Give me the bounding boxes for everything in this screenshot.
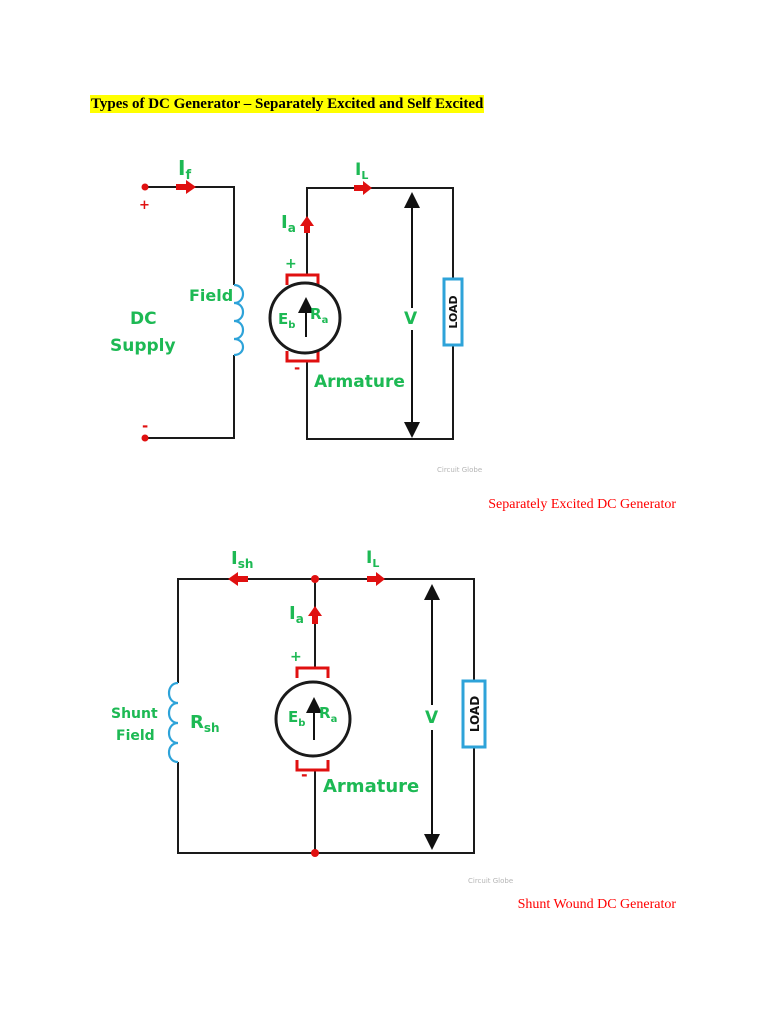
load-current-arrow-2: [367, 572, 385, 586]
shunt-field-coil: [167, 681, 179, 764]
field-current-label: If: [178, 156, 191, 183]
armature-label-2: Armature: [323, 776, 419, 797]
shunt-label-line1: Shunt: [111, 706, 158, 722]
load-label-2: LOAD: [468, 696, 482, 732]
watermark-2: Circuit Globe: [468, 877, 513, 885]
shunt-resistance-label: Rsh: [190, 712, 220, 735]
shunt-current-arrow: [228, 572, 248, 586]
load-current-arrow: [354, 181, 372, 195]
armature-bottom-brush-2: [295, 760, 330, 772]
shunt-current-label: Ish: [231, 548, 253, 571]
supply-positive-terminal: [141, 183, 149, 191]
load-current-label: IL: [355, 160, 368, 182]
separately-excited-diagram: + - If Field DC Supply Eb Ra + - Armatur…: [110, 156, 482, 474]
bottom-junction-dot: [311, 849, 319, 857]
armature-plus-sign-2: +: [290, 649, 302, 665]
load-box: [442, 277, 464, 347]
supply-negative-terminal: [141, 434, 149, 442]
armature-top-brush: [285, 273, 320, 285]
armature-current-label: Ia: [281, 212, 296, 235]
armature-current-arrow-2: [308, 606, 322, 624]
supply-minus-sign: -: [142, 417, 148, 435]
shunt-wound-diagram: Ish IL Ia Shunt Field Rsh Eb Ra + - Arma…: [111, 548, 513, 885]
field-circuit-wires: [145, 186, 235, 439]
armature-resistance-label: Ra: [310, 305, 328, 326]
armature-label: Armature: [314, 372, 405, 392]
dc-supply-label-line2: Supply: [110, 336, 176, 356]
load-current-label-2: IL: [366, 548, 379, 570]
armature-top-brush-2: [295, 666, 330, 678]
voltage-label: V: [404, 309, 418, 329]
shunt-circuit-wires: [177, 578, 475, 854]
shunt-label-line2: Field: [116, 728, 155, 744]
caption-separately-excited: Separately Excited DC Generator: [488, 497, 676, 512]
load-box-2: [461, 679, 487, 749]
armature-minus-sign: -: [294, 359, 300, 377]
armature-plus-sign: +: [285, 256, 297, 272]
armature-minus-sign-2: -: [301, 765, 308, 784]
armature-current-arrow: [300, 216, 314, 233]
field-coil: [233, 283, 245, 357]
field-current-arrow: [176, 180, 196, 194]
field-label: Field: [189, 286, 233, 305]
armature-bottom-brush: [285, 351, 320, 363]
voltage-label-2: V: [425, 708, 439, 728]
load-label: LOAD: [447, 295, 460, 328]
page-heading: Types of DC Generator – Separately Excit…: [90, 95, 485, 113]
supply-plus-sign: +: [139, 198, 150, 213]
emf-label-2: Eb: [288, 708, 305, 729]
watermark: Circuit Globe: [437, 466, 482, 474]
armature-resistance-label-2: Ra: [319, 704, 337, 725]
top-junction-dot: [311, 575, 319, 583]
armature-current-label-2: Ia: [289, 603, 304, 626]
emf-label: Eb: [278, 310, 295, 331]
dc-supply-label-line1: DC: [130, 309, 157, 329]
caption-shunt-wound: Shunt Wound DC Generator: [517, 897, 676, 912]
